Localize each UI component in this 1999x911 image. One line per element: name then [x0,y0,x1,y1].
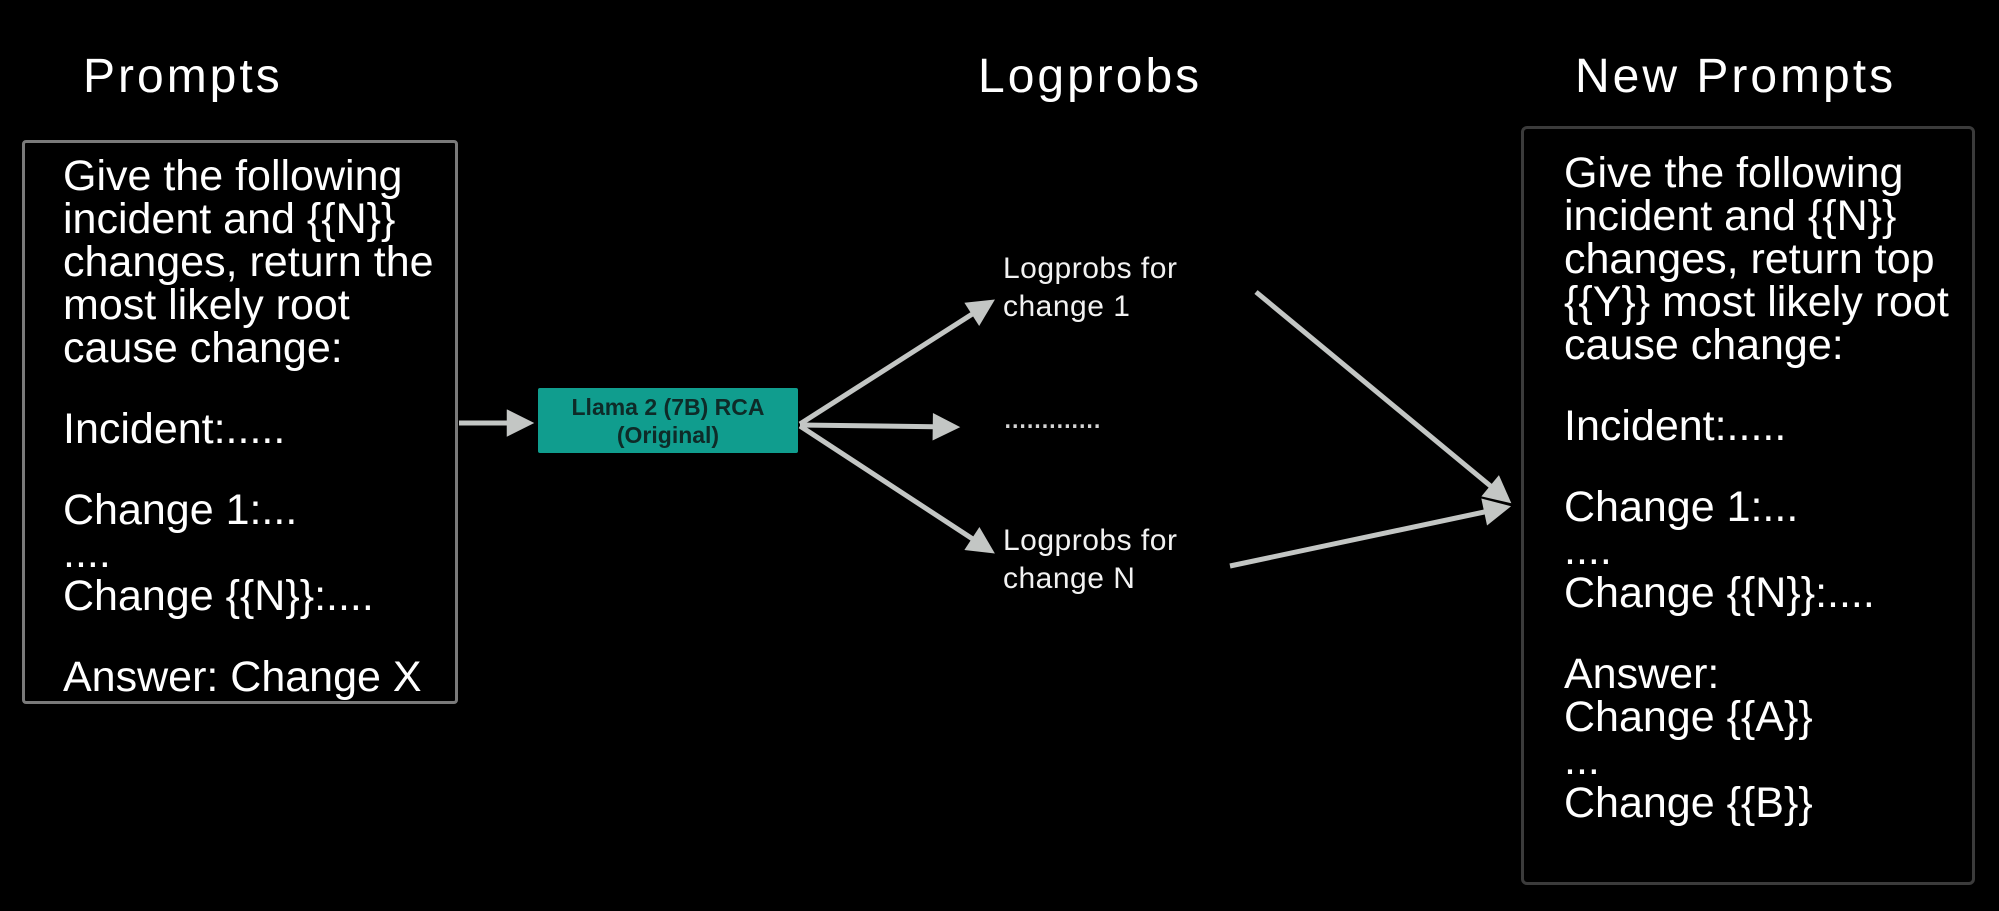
text-line: change 1 [1003,290,1131,323]
model-name-line: Llama 2 (7B) RCA [571,393,765,420]
prompts-column-title: Prompts [83,50,283,103]
text-line: Logprobs for [1003,524,1178,557]
new-prompts-box-incident: Incident:..... [1564,405,1964,448]
text-line: ... [1564,736,1600,784]
prompts-box-instruction: Give the following incident and {{N}} ch… [63,155,447,370]
text-line: cause change: [63,324,343,372]
logprobs-column-title: Logprobs [978,50,1203,103]
logprobs-change-1-label: Logprobs for change 1 [1003,250,1177,326]
prompts-box-incident: Incident:..... [63,408,447,451]
text-line: Change {{N}}:.... [63,572,374,620]
arrow-logprobs-n-to-new-prompts [1229,498,1512,569]
text-line: cause change: [1564,321,1844,369]
logprobs-change-n-label: Logprobs for change N [1003,522,1177,598]
text-line: Change {{A}} [1564,693,1813,741]
prompts-box-changes: Change 1:... .... Change {{N}}:.... [63,489,447,618]
text-line: Give the following [63,152,403,200]
text-line: changes, return top [1564,235,1935,283]
arrow-model-to-logprobs-dots [799,412,961,441]
text-line: Change 1:... [63,486,298,534]
text-line: Answer: Change X [63,653,422,701]
text-line: Change {{N}}:.... [1564,569,1875,617]
text-line: Change {{B}} [1564,779,1813,827]
model-variant-line: (Original) [616,421,720,448]
text-line: most likely root [63,281,350,329]
prompts-box: Give the following incident and {{N}} ch… [22,140,458,704]
text-line: change N [1003,562,1136,595]
text-line: incident and {{N}} [63,195,396,243]
text-line: Change 1:... [1564,483,1799,531]
new-prompts-box-instruction: Give the following incident and {{N}} ch… [1564,152,1964,367]
text-line: Give the following [1564,149,1904,197]
text-line: Incident:..... [1564,402,1787,450]
text-line: Logprobs for [1003,252,1178,285]
new-prompts-column-title: New Prompts [1575,50,1897,103]
text-line: changes, return the [63,238,434,286]
arrow-logprobs-1-to-new-prompts [1254,290,1512,504]
text-line: incident and {{N}} [1564,192,1897,240]
text-line: Answer: [1564,650,1720,698]
arrow-model-to-logprobs-n [798,423,995,554]
text-line: .... [1564,526,1612,574]
llama-model-box: Llama 2 (7B) RCA (Original) [538,388,798,453]
arrow-model-to-logprobs-1 [798,299,995,427]
new-prompts-box-changes: Change 1:... .... Change {{N}}:.... [1564,486,1964,615]
new-prompts-box: Give the following incident and {{N}} ch… [1521,126,1975,885]
new-prompts-box-answer: Answer: Change {{A}} ... Change {{B}} [1564,653,1964,825]
logprobs-ellipsis: ............. [1003,398,1102,436]
text-line: .... [63,529,111,577]
text-line: {{Y}} most likely root [1564,278,1949,326]
prompts-box-answer: Answer: Change X [63,656,447,699]
text-line: Incident:..... [63,405,286,453]
